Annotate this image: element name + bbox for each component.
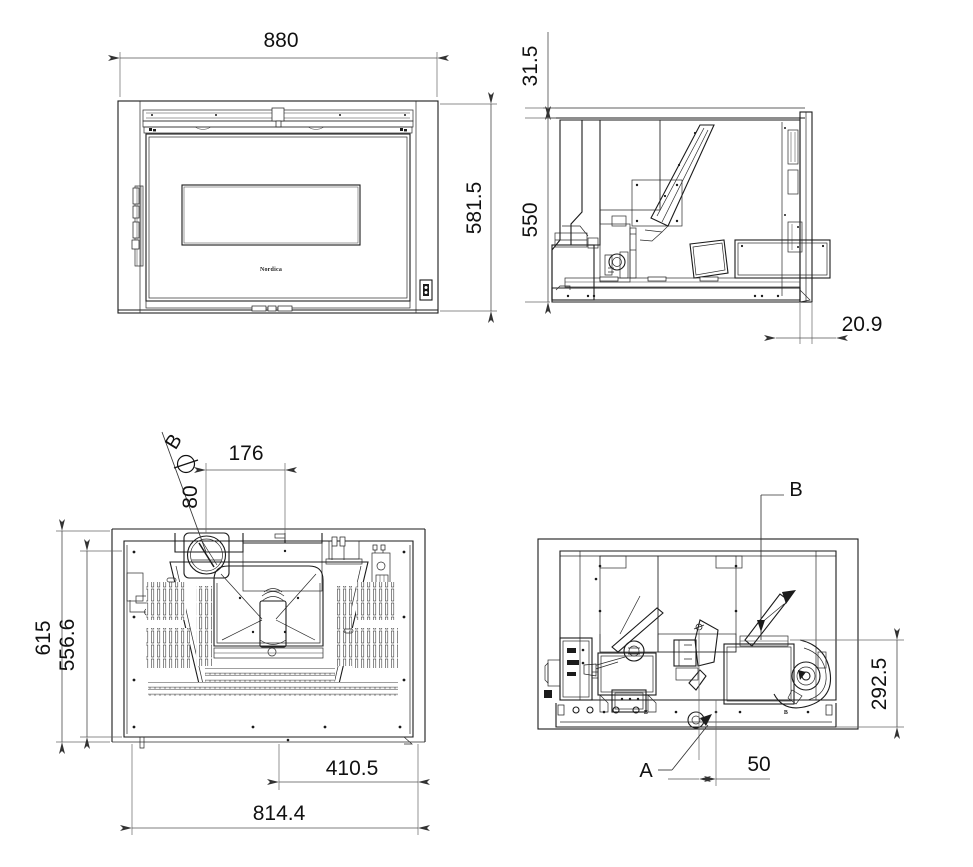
control-pod — [419, 279, 433, 301]
dim-label-50: 50 — [747, 753, 770, 776]
dim-50: 50 — [668, 700, 771, 786]
dim-20-9: 20.9 — [764, 303, 883, 344]
dim-292-5: 292.5 — [790, 628, 904, 739]
side-view: 31.5 550 20.9 — [519, 32, 882, 344]
brand-logo: Nordica — [260, 267, 282, 273]
dim-label-581-5: 581.5 — [463, 182, 486, 235]
section-label-b-plan: B — [161, 430, 187, 453]
section-label-a-group: A — [639, 724, 709, 782]
dim-label-292-5: 292.5 — [868, 658, 891, 711]
dim-label-550: 550 — [519, 202, 542, 237]
dim-814-4: 814.4 — [120, 744, 430, 835]
section-label-a: A — [639, 760, 653, 782]
base-mark-left: B — [644, 710, 648, 716]
dim-880: 880 — [108, 29, 449, 97]
dim-556-6: 556.6 — [56, 539, 122, 749]
dim-label-814-4: 814.4 — [253, 802, 306, 825]
dim-581-5: 581.5 — [440, 92, 497, 323]
dim-31-5: 31.5 — [519, 32, 555, 120]
base-mark-right: B — [784, 710, 788, 716]
dim-label-556-6: 556.6 — [56, 619, 79, 672]
dim-dia-80: 80 B — [161, 430, 207, 553]
flue-collar — [183, 532, 230, 579]
diameter-symbol-icon — [173, 454, 199, 474]
dim-label-176: 176 — [228, 442, 263, 465]
dim-410-5: 410.5 — [267, 744, 430, 790]
dim-label-880: 880 — [263, 29, 298, 52]
dim-label-80: 80 — [179, 485, 202, 508]
dim-label-20-9: 20.9 — [842, 313, 883, 336]
rear-view: B B 292.5 50 — [537, 479, 904, 786]
dim-label-31-5: 31.5 — [519, 46, 542, 87]
dim-label-615: 615 — [32, 620, 55, 655]
dim-615: 615 — [32, 519, 110, 754]
dim-176: 176 — [194, 442, 297, 540]
center-axis-symbol-icon — [693, 623, 705, 760]
dim-label-410-5: 410.5 — [326, 757, 379, 780]
plan-view: 615 556.6 176 80 B — [32, 430, 430, 835]
dim-550: 550 — [519, 106, 556, 314]
front-view: Nordica — [108, 29, 497, 323]
section-label-b-rear: B — [789, 479, 802, 501]
section-label-b-rear-group: B — [757, 479, 803, 640]
